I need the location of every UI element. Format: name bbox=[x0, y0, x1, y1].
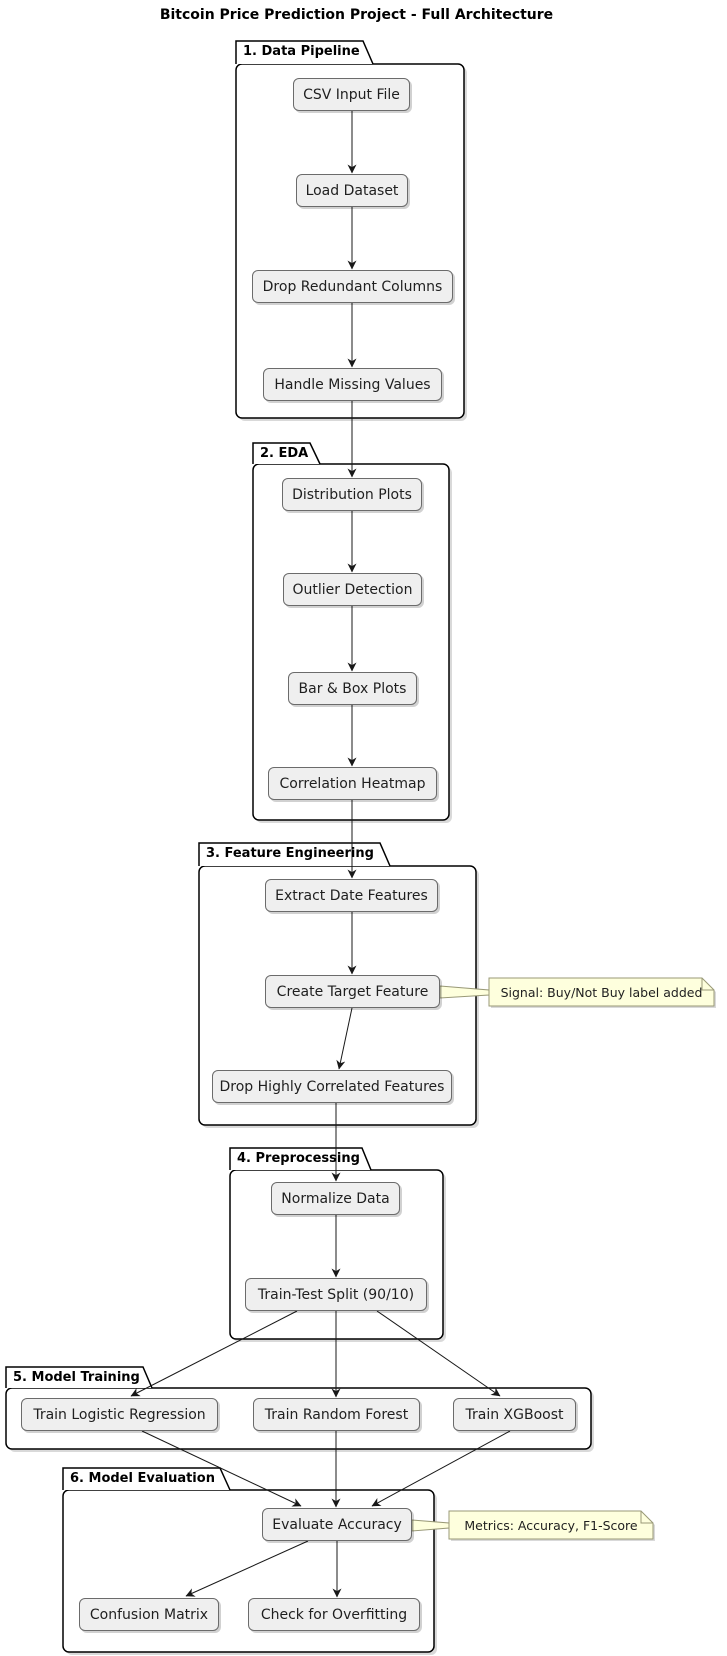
node-csv-input-file: CSV Input File bbox=[293, 78, 410, 111]
partition-label-model-evaluation: 6. Model Evaluation bbox=[70, 1471, 215, 1486]
node-distribution-plots: Distribution Plots bbox=[282, 478, 422, 511]
partition-label-feature-engineering: 3. Feature Engineering bbox=[206, 846, 374, 861]
partition-eda bbox=[252, 442, 452, 823]
node-handle-missing-values: Handle Missing Values bbox=[263, 368, 442, 401]
node-extract-date-features: Extract Date Features bbox=[265, 879, 438, 912]
note-signal-label: Signal: Buy/Not Buy label added bbox=[500, 984, 703, 1000]
node-normalize-data: Normalize Data bbox=[271, 1182, 400, 1215]
node-confusion-matrix: Confusion Matrix bbox=[79, 1598, 219, 1631]
flow-arrows bbox=[130, 111, 511, 1598]
partition-preprocessing bbox=[229, 1147, 446, 1342]
node-train-test-split: Train-Test Split (90/10) bbox=[245, 1278, 427, 1311]
node-drop-highly-correlated-features: Drop Highly Correlated Features bbox=[212, 1070, 452, 1103]
note-metrics-shape bbox=[411, 1510, 655, 1541]
node-load-dataset: Load Dataset bbox=[296, 174, 408, 207]
partition-data-pipeline bbox=[235, 40, 467, 421]
note-signal-shape bbox=[439, 977, 716, 1008]
node-drop-redundant-columns: Drop Redundant Columns bbox=[252, 270, 453, 303]
partition-label-eda: 2. EDA bbox=[260, 446, 309, 461]
node-evaluate-accuracy: Evaluate Accuracy bbox=[262, 1508, 412, 1541]
node-train-xgboost: Train XGBoost bbox=[453, 1398, 576, 1431]
node-bar-box-plots: Bar & Box Plots bbox=[288, 672, 417, 705]
node-check-for-overfitting: Check for Overfitting bbox=[248, 1598, 420, 1631]
note-metrics-label: Metrics: Accuracy, F1-Score bbox=[464, 1517, 638, 1533]
partition-label-model-training: 5. Model Training bbox=[13, 1370, 140, 1385]
node-create-target-feature: Create Target Feature bbox=[265, 975, 440, 1008]
node-correlation-heatmap: Correlation Heatmap bbox=[268, 767, 437, 800]
node-outlier-detection: Outlier Detection bbox=[283, 573, 422, 606]
node-train-random-forest: Train Random Forest bbox=[253, 1398, 420, 1431]
diagram-title: Bitcoin Price Prediction Project - Full … bbox=[159, 7, 554, 23]
partition-label-data-pipeline: 1. Data Pipeline bbox=[243, 44, 360, 59]
node-train-logistic-regression: Train Logistic Regression bbox=[21, 1398, 218, 1431]
partition-label-preprocessing: 4. Preprocessing bbox=[237, 1151, 360, 1166]
